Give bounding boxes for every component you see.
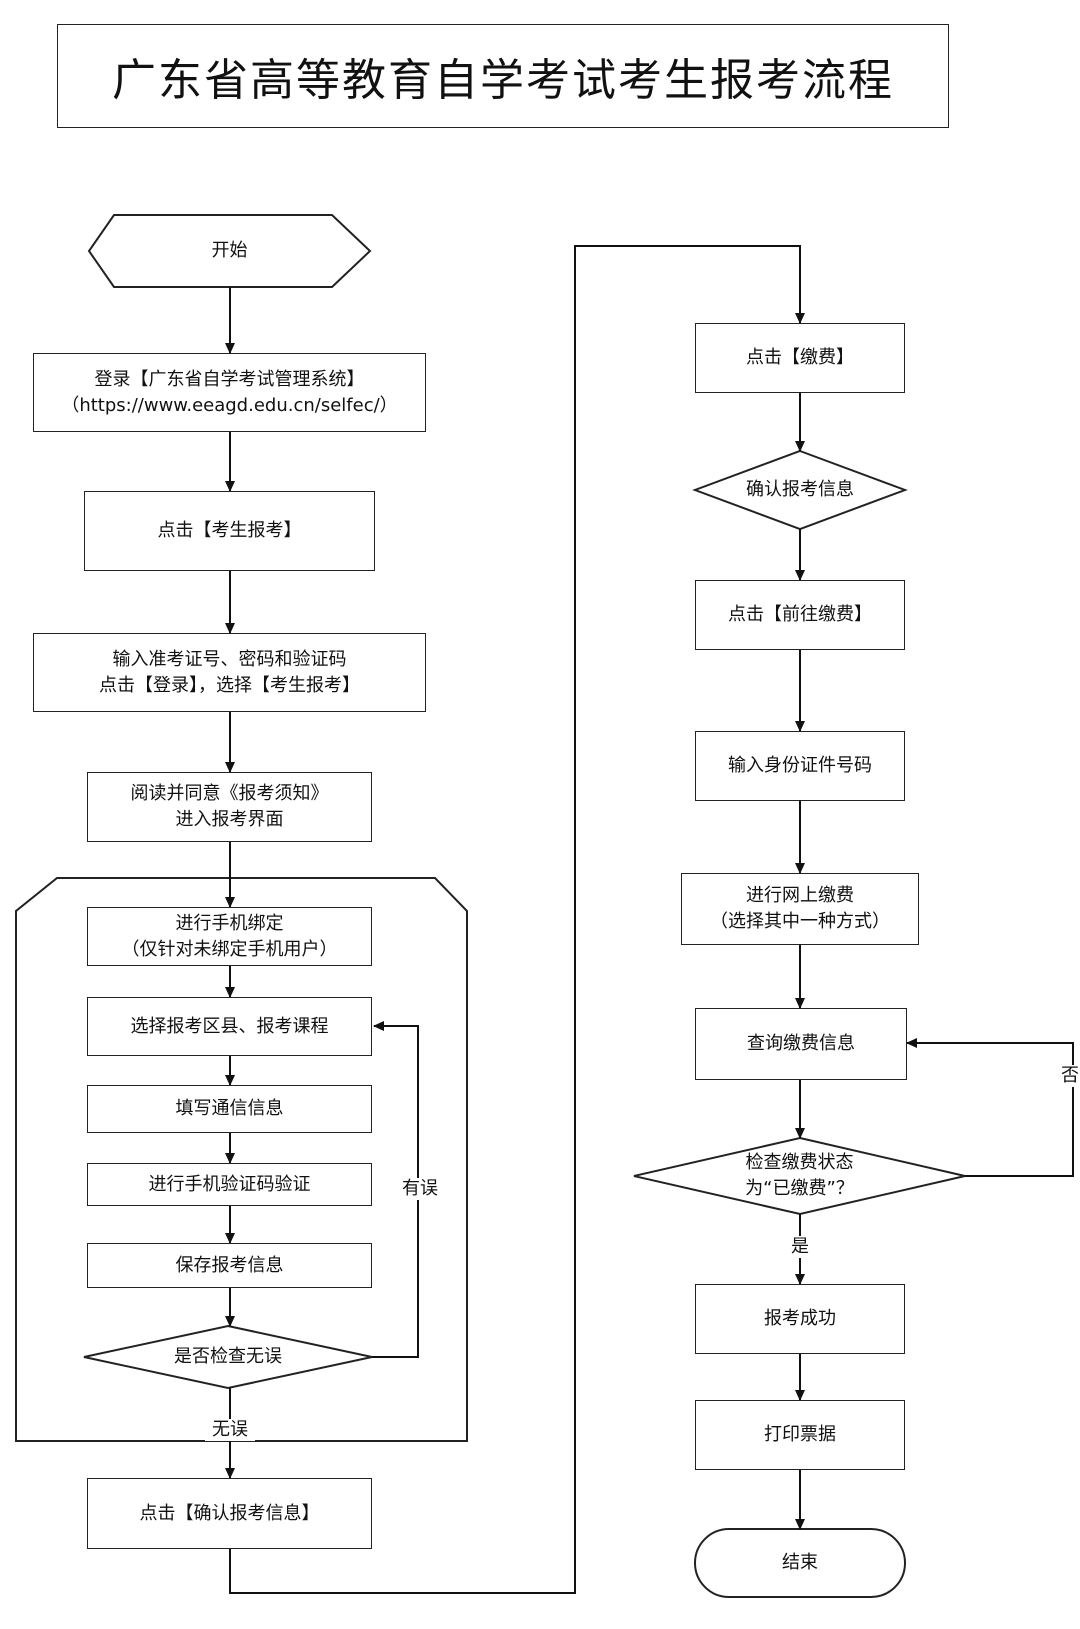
confirm-info-text: 确认报考信息 — [746, 479, 854, 500]
start-hexagon — [87, 214, 372, 288]
sms-verify-box: 进行手机验证码验证 — [87, 1163, 372, 1206]
has-error-label: 有误 — [399, 1178, 441, 1200]
online-line-1: 进行网上缴费 — [746, 885, 854, 906]
login-url: （https://www.eeagd.edu.cn/selfec/） — [61, 394, 398, 416]
sms-text: 进行手机验证码验证 — [148, 1173, 311, 1195]
select-text: 选择报考区县、报考课程 — [130, 1015, 329, 1037]
start-text: 开始 — [211, 240, 248, 261]
confirm-info-label: 确认报考信息 — [695, 451, 905, 529]
click-apply-text: 点击【考生报考】 — [157, 520, 302, 541]
login-line-1: 登录【广东省自学考试管理系统】 — [94, 368, 365, 390]
no-error-label: 无误 — [205, 1419, 255, 1441]
confirm-apply-text: 点击【确认报考信息】 — [139, 1502, 320, 1524]
yes-label: 是 — [788, 1236, 812, 1258]
page-title: 广东省高等教育自学考试考生报考流程 — [57, 24, 949, 128]
query-text: 查询缴费信息 — [747, 1033, 855, 1054]
check-label: 是否检查无误 — [84, 1326, 372, 1388]
read-line-2: 进入报考界面 — [175, 809, 284, 830]
input-line-1: 输入准考证号、密码和验证码 — [112, 648, 347, 670]
login-box: 登录【广东省自学考试管理系统】 （https://www.eeagd.edu.c… — [33, 353, 426, 432]
read-notice-box: 阅读并同意《报考须知》 进入报考界面 — [87, 772, 372, 842]
id-input-box: 输入身份证件号码 — [695, 731, 905, 801]
no-label: 否 — [1060, 1065, 1080, 1087]
confirm-apply-box: 点击【确认报考信息】 — [87, 1478, 372, 1549]
status-line-1: 检查缴费状态 — [745, 1152, 854, 1173]
bind-line-1: 进行手机绑定 — [175, 912, 284, 934]
group-frame — [15, 877, 468, 1442]
read-line-1: 阅读并同意《报考须知》 — [130, 783, 329, 804]
goto-pay-box: 点击【前往缴费】 — [695, 580, 905, 650]
online-pay-box: 进行网上缴费 （选择其中一种方式） — [681, 873, 919, 945]
end-text: 结束 — [782, 1552, 818, 1573]
end-label: 结束 — [695, 1529, 905, 1597]
online-line-2: （选择其中一种方式） — [710, 911, 890, 932]
input-line-2: 点击【登录】，选择【考生报考】 — [99, 674, 360, 696]
input-credentials-box: 输入准考证号、密码和验证码 点击【登录】，选择【考生报考】 — [33, 633, 426, 712]
status-line-2: 为“已缴费”？ — [745, 1178, 854, 1199]
goto-pay-text: 点击【前往缴费】 — [728, 604, 872, 625]
save-text: 保存报考信息 — [175, 1254, 284, 1276]
success-box: 报考成功 — [695, 1284, 905, 1354]
start-label: 开始 — [89, 215, 370, 287]
id-input-text: 输入身份证件号码 — [728, 755, 872, 776]
save-info-box: 保存报考信息 — [87, 1243, 372, 1288]
fill-contact-box: 填写通信信息 — [87, 1085, 372, 1133]
status-label: 检查缴费状态 为“已缴费”？ — [634, 1138, 965, 1214]
pay-box: 点击【缴费】 — [695, 323, 905, 393]
check-diamond — [83, 1324, 373, 1390]
pay-text: 点击【缴费】 — [746, 347, 854, 368]
bind-phone-box: 进行手机绑定 （仅针对未绑定手机用户） — [87, 907, 372, 966]
success-text: 报考成功 — [764, 1308, 836, 1329]
print-box: 打印票据 — [695, 1400, 905, 1470]
print-text: 打印票据 — [764, 1424, 836, 1445]
click-apply-box: 点击【考生报考】 — [84, 491, 375, 571]
fill-text: 填写通信信息 — [175, 1098, 284, 1119]
query-pay-box: 查询缴费信息 — [695, 1008, 907, 1080]
check-text: 是否检查无误 — [174, 1346, 282, 1367]
bind-line-2: （仅针对未绑定手机用户） — [121, 938, 338, 960]
select-course-box: 选择报考区县、报考课程 — [87, 997, 372, 1056]
